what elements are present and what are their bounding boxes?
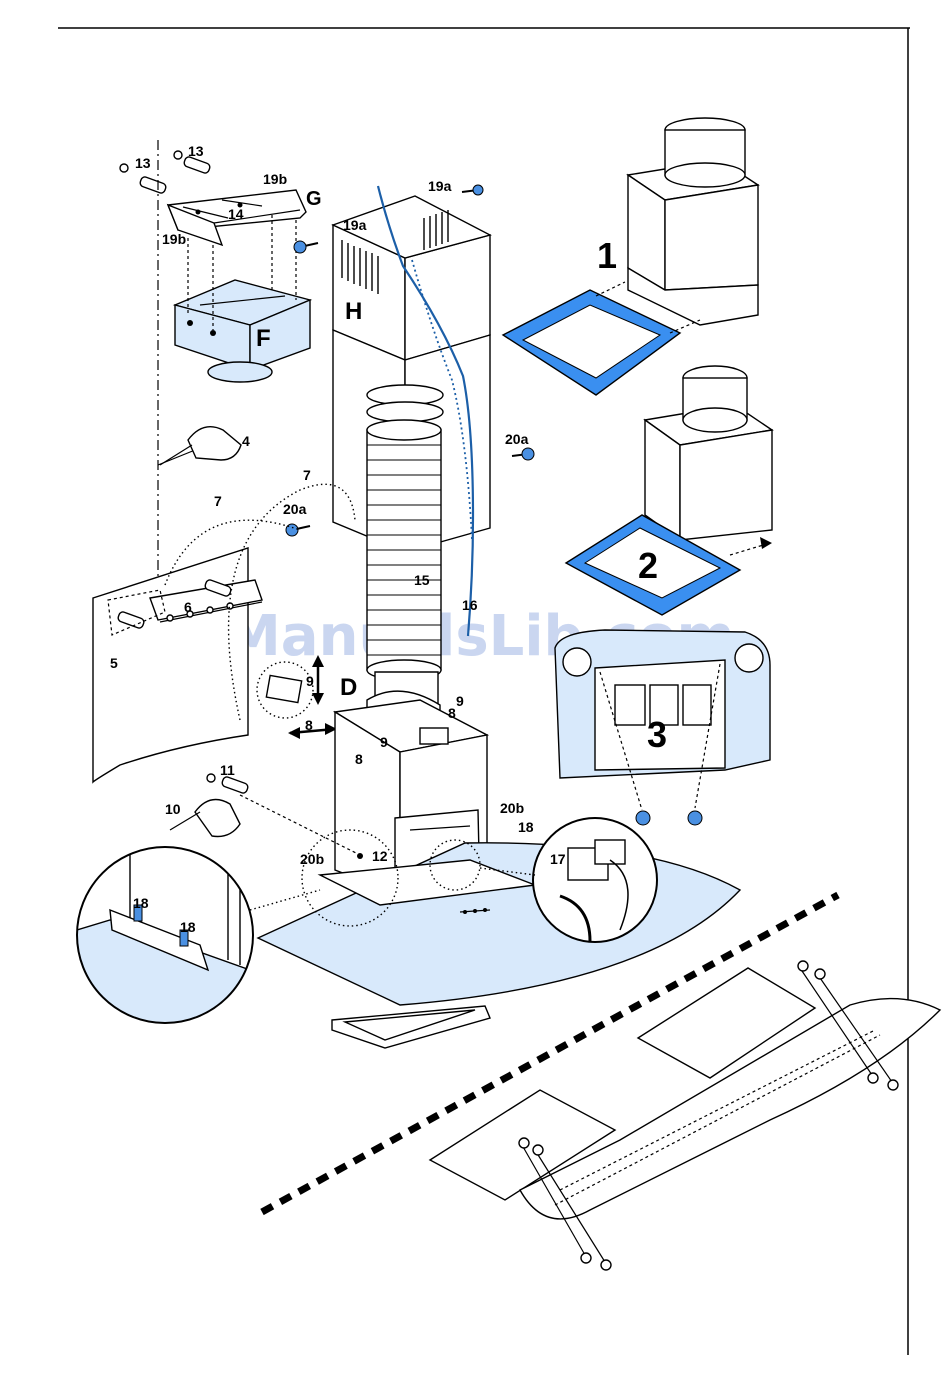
callout-6: 6 <box>184 599 192 615</box>
callout-7b: 7 <box>214 493 222 509</box>
wall-template-5 <box>93 548 262 782</box>
letter-d: D <box>340 674 357 701</box>
callout-8c: 8 <box>355 751 363 767</box>
filter-panel-assembly <box>430 961 940 1270</box>
screw-20a-left <box>286 524 310 536</box>
callout-20b-left: 20b <box>300 851 324 867</box>
callout-11: 11 <box>220 762 235 778</box>
variant-label-1: 1 <box>597 235 617 276</box>
variant-1-assembly <box>503 118 758 395</box>
callout-19b-top: 19b <box>263 171 287 187</box>
drill-hand-10 <box>170 774 363 859</box>
callout-19b-side: 19b <box>162 231 186 247</box>
callout-12: 12 <box>372 848 388 864</box>
air-box-f <box>175 280 310 382</box>
callout-20a-left: 20a <box>283 501 307 517</box>
callout-15: 15 <box>414 572 430 588</box>
callout-9b: 9 <box>456 693 464 709</box>
callout-9a: 9 <box>306 673 314 689</box>
callout-4: 4 <box>242 433 250 449</box>
callout-13a: 13 <box>135 155 151 171</box>
callout-20b-right: 20b <box>500 800 524 816</box>
screw-20a-right <box>512 448 534 460</box>
callout-16: 16 <box>462 597 478 613</box>
callout-19a-mid: 19a <box>343 217 367 233</box>
variant-2-assembly <box>566 366 772 615</box>
letter-g: G <box>306 188 322 210</box>
callout-13b: 13 <box>188 143 204 159</box>
letter-f: F <box>256 325 271 352</box>
callout-17: 17 <box>550 851 566 867</box>
callout-7a: 7 <box>303 467 311 483</box>
callout-14: 14 <box>228 206 244 222</box>
screw-19a-mid <box>294 241 318 253</box>
callout-18-detail-a: 18 <box>133 895 149 911</box>
callout-10: 10 <box>165 801 181 817</box>
callout-8a: 8 <box>448 705 456 721</box>
callout-5: 5 <box>110 655 118 671</box>
glass-canopy <box>258 843 740 1048</box>
callout-8b: 8 <box>305 717 313 733</box>
callout-18-main: 18 <box>518 819 534 835</box>
variant-label-2: 2 <box>638 545 658 586</box>
callout-18-detail-b: 18 <box>180 919 196 935</box>
screw-19a-top <box>462 185 483 195</box>
letter-h: H <box>345 298 362 325</box>
flexible-duct-15 <box>367 385 443 680</box>
variant-label-3: 3 <box>647 714 667 755</box>
callout-9c: 9 <box>380 734 388 750</box>
callout-19a-top: 19a <box>428 178 452 194</box>
callout-20a-right: 20a <box>505 431 529 447</box>
